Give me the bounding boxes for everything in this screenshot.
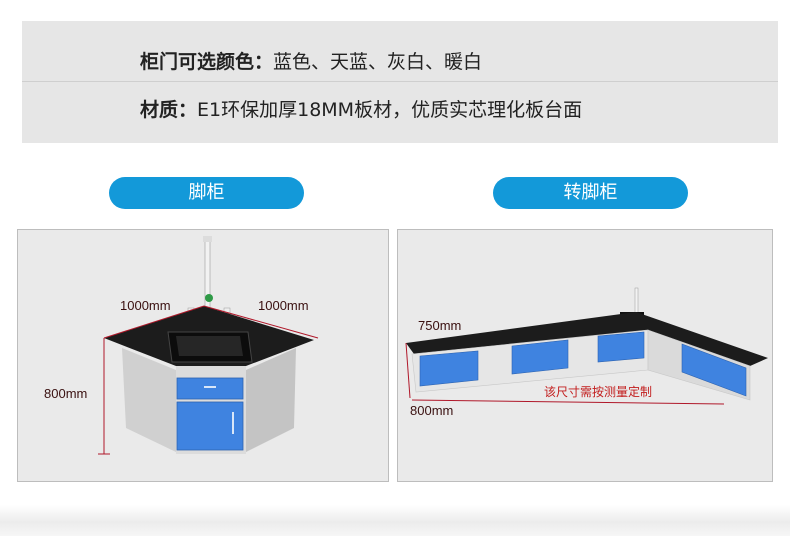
spec-material-label: 材质：: [140, 99, 198, 121]
drawer-handle: [204, 386, 216, 388]
dim-depth-label: 800mm: [410, 403, 453, 418]
corner-cabinet-image: 1000mm 1000mm 800mm: [17, 229, 389, 482]
door-handle: [232, 412, 234, 434]
spec-colors-label: 柜门可选颜色：: [140, 51, 274, 73]
turning-cabinet-image: 750mm 800mm 该尺寸需按测量定制: [397, 229, 773, 482]
door-group-1: [419, 350, 479, 387]
turning-cabinet-title: 转脚柜: [493, 177, 688, 209]
spec-divider: [22, 81, 778, 82]
dim-line-width-right: [203, 305, 319, 339]
turning-cabinet-illustration: 750mm 800mm 该尺寸需按测量定制: [405, 287, 768, 418]
door-group-3: [597, 331, 645, 363]
spec-colors-value: 蓝色、天蓝、灰白、暖白: [273, 51, 483, 73]
dim-height-label: 750mm: [418, 318, 461, 333]
dim-height-label: 800mm: [44, 386, 87, 401]
bottom-shadow: [0, 505, 790, 536]
spec-colors-line: 柜门可选颜色：蓝色、天蓝、灰白、暖白: [140, 47, 482, 74]
spec-material-line: 材质：E1环保加厚18MM板材，优质实芯理化板台面: [140, 95, 582, 122]
corner-cabinet-title: 脚柜: [109, 177, 304, 209]
spec-material-value: E1环保加厚18MM板材，优质实芯理化板台面: [197, 99, 583, 121]
corner-cabinet-illustration: 1000mm 1000mm 800mm: [44, 236, 319, 455]
sink-inner: [176, 336, 243, 356]
dim-line-width-left: [103, 305, 205, 339]
cabinet-right-side: [246, 348, 296, 452]
cabinet-left-side: [122, 348, 176, 452]
dim-width-left-label: 1000mm: [120, 298, 171, 313]
door-group-4: [681, 343, 747, 397]
dim-width-right-label: 1000mm: [258, 298, 309, 313]
faucet-top: [203, 236, 212, 242]
spec-panel: [22, 21, 778, 143]
dim-line-length: [411, 399, 725, 405]
custom-size-note: 该尺寸需按测量定制: [544, 384, 652, 399]
drawer-front: [176, 377, 244, 400]
countertop: [406, 312, 768, 366]
dim-line-height: [405, 342, 411, 399]
faucet-pipe: [634, 287, 639, 315]
door-group-2: [511, 339, 569, 375]
valve-center: [205, 294, 213, 302]
